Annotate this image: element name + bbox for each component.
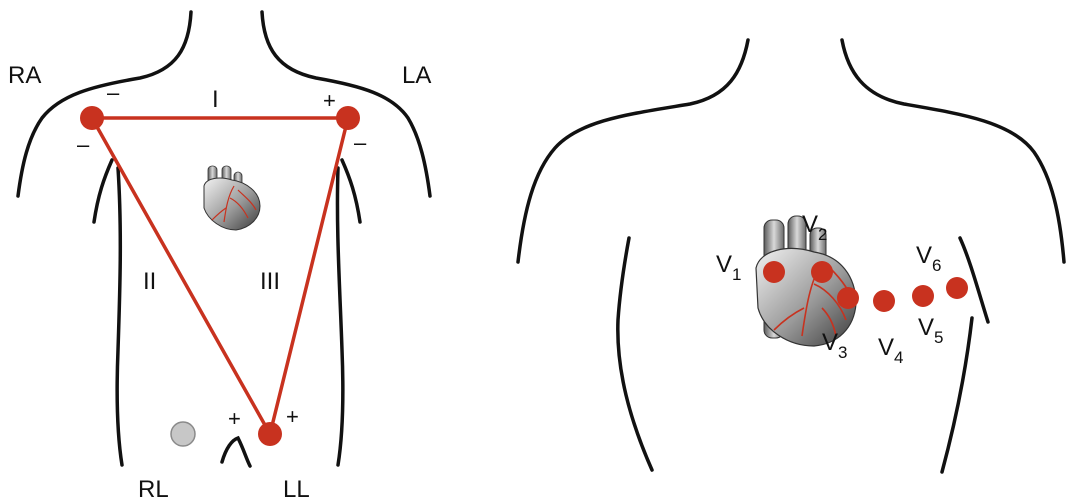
label-v5-base: V [918, 314, 934, 341]
sign-ra-top: – [107, 80, 120, 105]
label-v4: V4 [878, 334, 903, 367]
label-v3-index: 3 [838, 343, 847, 362]
left-lower-side-line [942, 318, 972, 472]
label-lead-iii: III [260, 268, 280, 295]
electrode-v5 [912, 285, 934, 307]
electrode-v4 [873, 290, 895, 312]
sign-ll-right: + [286, 404, 299, 429]
label-ra: RA [8, 62, 41, 89]
right-side-line [618, 238, 652, 470]
label-v2-index: 2 [818, 225, 827, 244]
label-v3: V3 [822, 329, 847, 362]
right-flank-line [117, 168, 122, 465]
electrode-rl [171, 422, 195, 446]
shoulder-left-line [518, 40, 748, 262]
electrode-v6 [946, 277, 968, 299]
label-v4-base: V [878, 334, 894, 361]
electrode-v2 [811, 261, 833, 283]
label-v5: V5 [918, 314, 943, 347]
electrode-ll [258, 422, 282, 446]
electrode-v1 [763, 261, 785, 283]
right-arm-inner-line [94, 160, 112, 222]
lead-iii-line [270, 118, 348, 434]
sign-ll-left: + [228, 406, 241, 431]
sign-la-bottom: – [354, 130, 367, 155]
label-la: LA [402, 62, 431, 89]
left-flank-line [337, 168, 342, 465]
label-rl: RL [138, 476, 169, 502]
label-v2-base: V [802, 211, 818, 238]
shoulder-right-line [842, 40, 1064, 262]
heart-icon [204, 166, 260, 230]
sign-ra-bottom: – [77, 132, 90, 157]
navel-mark [222, 438, 250, 466]
label-lead-ii: II [143, 268, 156, 295]
einthoven-triangle [92, 118, 348, 434]
left-arm-inner-line [342, 160, 360, 222]
electrode-ra [80, 106, 104, 130]
label-lead-i: I [212, 86, 219, 113]
label-v3-base: V [822, 329, 838, 356]
electrode-la [336, 106, 360, 130]
label-v6: V6 [916, 242, 941, 275]
label-v1-base: V [716, 251, 732, 278]
label-ll: LL [283, 476, 310, 502]
label-v5-index: 5 [934, 328, 943, 347]
label-v6-base: V [916, 242, 932, 269]
label-v1-index: 1 [732, 265, 741, 284]
limb-lead-panel: RA LA RL LL I II III – – + – + + [8, 12, 431, 502]
chest-lead-panel: V1 V2 V3 V4 V5 V6 [518, 40, 1064, 472]
torso-outline-front [18, 12, 430, 466]
electrode-v3 [837, 287, 859, 309]
sign-la-top: + [323, 88, 336, 113]
label-v1: V1 [716, 251, 741, 284]
label-v4-index: 4 [894, 348, 903, 367]
label-v6-index: 6 [932, 256, 941, 275]
neck-left-line [18, 12, 191, 196]
